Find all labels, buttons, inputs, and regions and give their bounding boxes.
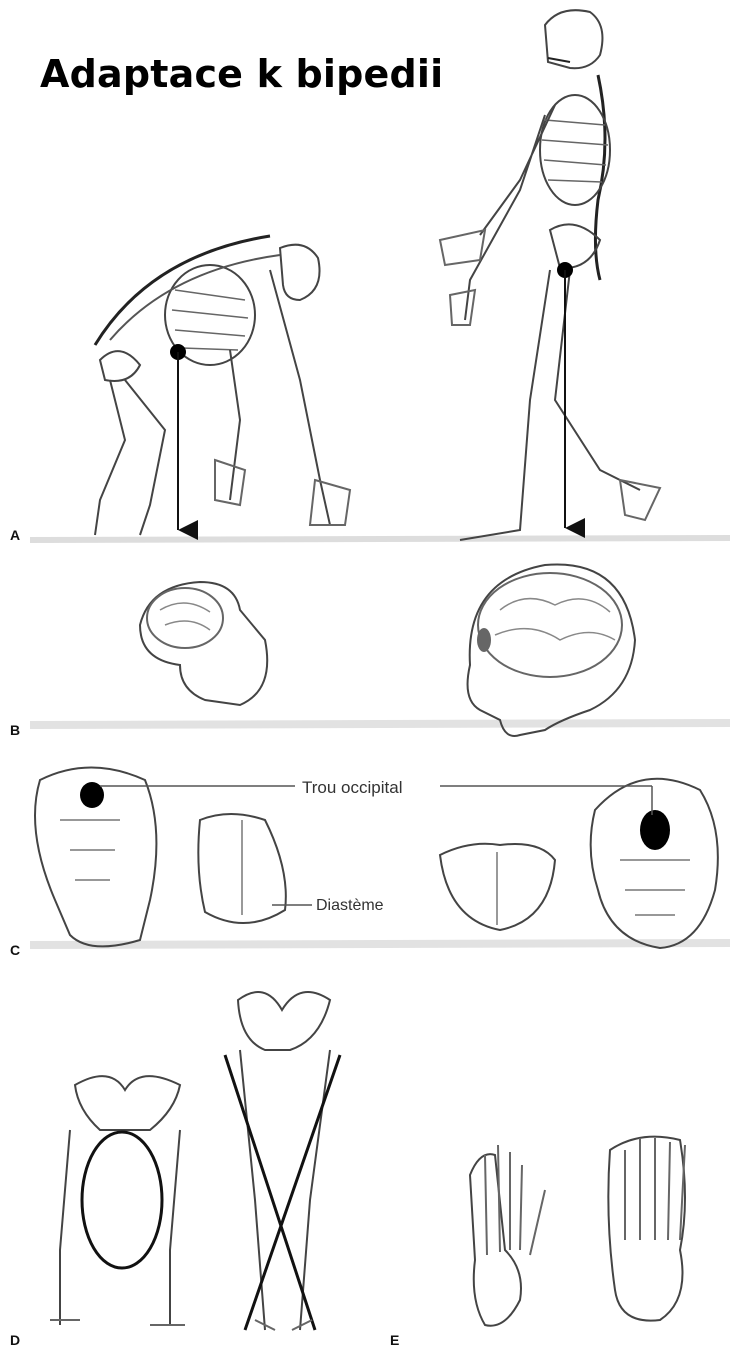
human-skull-base bbox=[591, 779, 718, 948]
chimp-hind-legs bbox=[95, 380, 165, 535]
chimp-palate bbox=[198, 814, 286, 923]
panel-a: A bbox=[10, 10, 730, 543]
chimp-legs-front bbox=[50, 1076, 185, 1325]
chimpanzee-skeleton bbox=[95, 236, 350, 535]
human-pelvis bbox=[550, 224, 600, 268]
chimp-skull-base bbox=[35, 768, 156, 947]
panel-label-e: E bbox=[390, 1332, 399, 1348]
panel-label-c: C bbox=[10, 942, 20, 958]
human-legs-front bbox=[225, 992, 340, 1330]
human-leg-axis-right bbox=[245, 1055, 340, 1330]
chimp-foot bbox=[470, 1145, 545, 1326]
ground-line-a bbox=[30, 538, 730, 540]
panel-b: B bbox=[10, 564, 730, 738]
panel-label-d: D bbox=[10, 1332, 20, 1348]
foramen-annotation: Trou occipital bbox=[302, 778, 402, 797]
human-foot bbox=[608, 1137, 685, 1321]
human-leg-axis-left bbox=[225, 1055, 315, 1330]
ground-line-b bbox=[30, 723, 730, 725]
human-palate bbox=[440, 844, 555, 930]
human-skeleton bbox=[440, 10, 660, 540]
human-legs bbox=[460, 270, 640, 540]
human-foramen bbox=[640, 810, 670, 850]
human-skull-side bbox=[468, 564, 635, 736]
panel-c: Trou occipital Diastème C bbox=[10, 768, 730, 959]
panel-label-b: B bbox=[10, 722, 20, 738]
chimp-pelvis bbox=[100, 351, 140, 381]
chimp-brain bbox=[147, 588, 223, 648]
chimp-skull-side bbox=[140, 582, 267, 705]
panel-d: D bbox=[10, 992, 340, 1348]
panel-e: E bbox=[390, 1137, 685, 1348]
panel-label-a: A bbox=[10, 527, 20, 543]
chimp-skull bbox=[280, 245, 320, 300]
chimp-knee-oval bbox=[82, 1132, 162, 1268]
diastema-annotation: Diastème bbox=[316, 897, 384, 914]
human-ribcage bbox=[540, 95, 610, 205]
human-brain bbox=[478, 573, 622, 677]
